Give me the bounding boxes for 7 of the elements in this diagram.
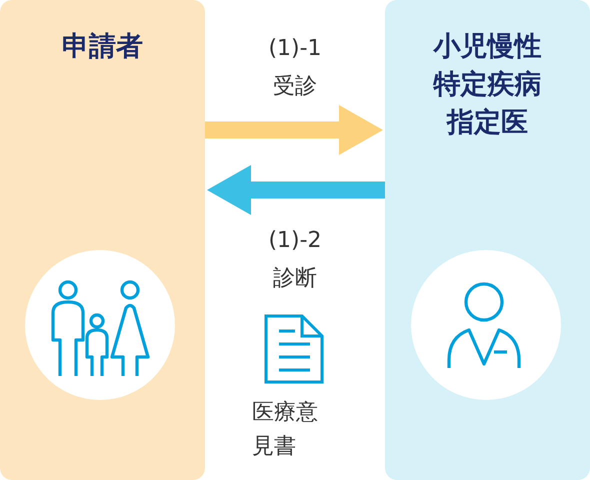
arrow bbox=[207, 165, 385, 215]
edge-label: (1)-2 診断 bbox=[267, 227, 323, 293]
edge-label: (1)-1 受診 bbox=[267, 35, 323, 101]
arrow bbox=[205, 105, 383, 155]
panel-title: 申請者 bbox=[60, 30, 144, 64]
document-label: 医療意見書 bbox=[252, 399, 319, 461]
panel-title: 小児慢性特定疾病指定医 bbox=[432, 30, 542, 140]
